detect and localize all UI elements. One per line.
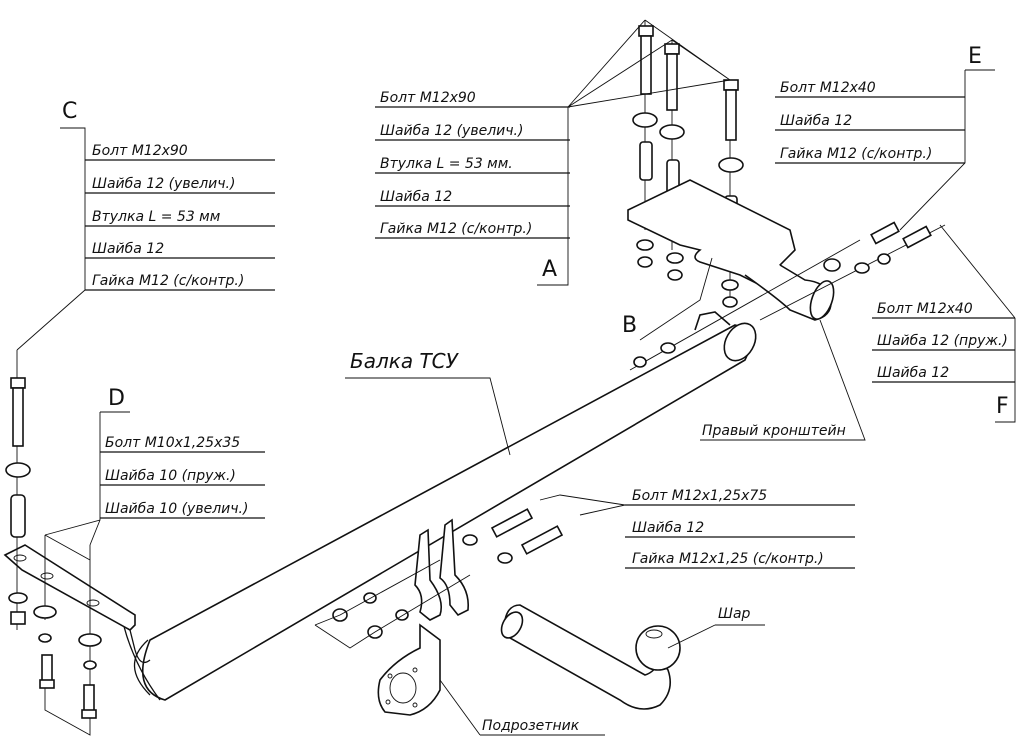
letter-E: E: [968, 44, 982, 69]
label-a-2: Шайба 12 (увелич.): [380, 123, 523, 139]
group-G-labels: Болт M12x1,25x75 Шайба 12 Гайка M12x1,25…: [632, 488, 824, 567]
letter-A: A: [542, 257, 557, 282]
group-F-labels: Болт M12x40 Шайба 12 (пруж.) Шайба 12 F: [877, 301, 1009, 419]
label-right-bracket: Правый кронштейн: [702, 423, 846, 439]
label-c-1: Болт M12x90: [92, 143, 188, 159]
label-a-1: Болт M12x90: [380, 90, 476, 106]
label-g-3: Гайка M12x1,25 (с/контр.): [632, 551, 824, 567]
group-D-labels: D Болт M10x1,25x35 Шайба 10 (пруж.) Шайб…: [105, 386, 248, 517]
beam-title: Балка ТСУ: [350, 349, 460, 373]
leaders: [16, 19, 1016, 736]
right-vertical-bolt-stack: [627, 20, 796, 308]
label-a-5: Гайка M12 (с/контр.): [380, 221, 532, 237]
letter-B: B: [622, 313, 637, 338]
label-e-3: Гайка M12 (с/контр.): [780, 146, 932, 162]
label-g-2: Шайба 12: [632, 520, 704, 536]
group-C-labels: C Болт M12x90 Шайба 12 (увелич.) Втулка …: [62, 99, 244, 289]
letter-D: D: [108, 386, 125, 411]
letter-F: F: [996, 394, 1009, 419]
label-f-2: Шайба 12 (пруж.): [877, 333, 1008, 349]
group-E-labels: E Болт M12x40 Шайба 12 Гайка M12 (с/конт…: [780, 44, 982, 162]
label-c-4: Шайба 12: [92, 241, 164, 257]
label-d-1: Болт M10x1,25x35: [105, 435, 240, 451]
label-a-3: Втулка L = 53 мм.: [380, 156, 513, 172]
label-ball: Шар: [718, 606, 751, 622]
label-e-2: Шайба 12: [780, 113, 852, 129]
label-e-1: Болт M12x40: [780, 80, 876, 96]
tow-ball: [500, 604, 681, 710]
left-bracket: [3, 534, 151, 736]
label-socket-plate: Подрозетник: [482, 718, 580, 734]
socket-plate: [377, 623, 441, 716]
right-bracket: [629, 221, 946, 371]
group-A-labels: Болт M12x90 Шайба 12 (увелич.) Втулка L …: [380, 90, 557, 282]
label-c-2: Шайба 12 (увелич.): [92, 176, 235, 192]
label-g-1: Болт M12x1,25x75: [632, 488, 767, 504]
label-d-3: Шайба 10 (увелич.): [105, 501, 248, 517]
label-d-2: Шайба 10 (пруж.): [105, 468, 236, 484]
label-c-3: Втулка L = 53 мм: [92, 209, 221, 225]
letter-C: C: [62, 99, 77, 124]
left-vertical-bolt-stack: [5, 350, 31, 630]
label-f-1: Болт M12x40: [877, 301, 973, 317]
towbar-beam: [119, 322, 757, 701]
label-a-4: Шайба 12: [380, 189, 452, 205]
label-f-3: Шайба 12: [877, 365, 949, 381]
label-c-5: Гайка M12 (с/контр.): [92, 273, 244, 289]
center-bracket: [314, 508, 564, 649]
